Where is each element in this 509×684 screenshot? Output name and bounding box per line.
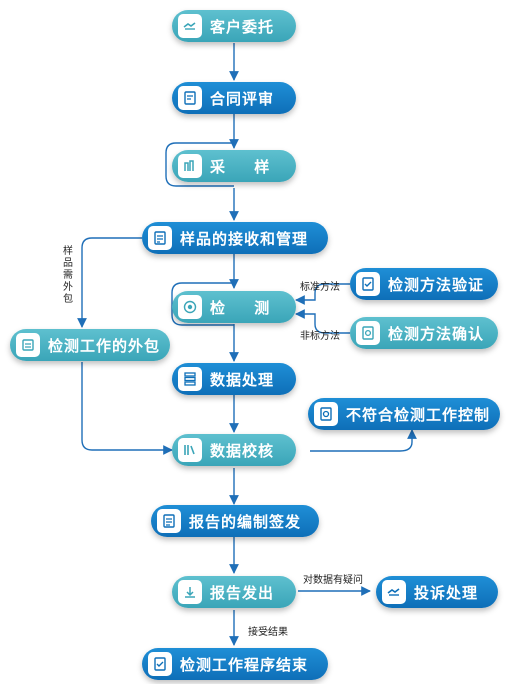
node-contract-review[interactable]: 合同评审 [172, 82, 296, 114]
checklist-icon [148, 226, 172, 250]
node-label: 检测方法验证 [388, 275, 485, 294]
node-sample-receipt[interactable]: 样品的接收和管理 [142, 222, 328, 254]
sampling-icon [178, 154, 202, 178]
verify-icon [356, 272, 380, 296]
node-label: 客户委托 [210, 17, 275, 36]
node-sampling[interactable]: 采 样 [172, 150, 296, 182]
books-icon [178, 438, 202, 462]
target-icon [178, 295, 202, 319]
label-data-doubt: 对数据有疑问 [303, 575, 363, 586]
arrow-receipt-to-outsourcing [77, 237, 142, 328]
report-icon [157, 509, 181, 533]
handshake-icon [382, 580, 406, 604]
arrow-outsourcing-to-check [81, 362, 173, 455]
database-icon [178, 367, 202, 391]
node-label: 不符合检测工作控制 [346, 405, 491, 424]
label-accept-result: 接受结果 [248, 627, 288, 638]
control-icon [314, 402, 338, 426]
node-label: 投诉处理 [414, 583, 479, 602]
node-label: 合同评审 [210, 89, 275, 108]
confirm-icon [356, 321, 380, 345]
label-nonstandard-method: 非标方法 [300, 331, 340, 342]
finish-icon [148, 652, 172, 676]
node-report-issue[interactable]: 报告发出 [172, 576, 296, 608]
node-method-confirmation[interactable]: 检测方法确认 [350, 317, 498, 349]
outsource-icon [16, 333, 40, 357]
node-label: 报告发出 [210, 583, 275, 602]
node-client-commission[interactable]: 客户委托 [172, 10, 296, 42]
arrow-check-to-nonconforming [310, 429, 417, 452]
node-process-end[interactable]: 检测工作程序结束 [142, 648, 328, 680]
node-label: 检测工作程序结束 [180, 655, 309, 674]
handshake-icon [178, 14, 202, 38]
node-data-check[interactable]: 数据校核 [172, 434, 296, 466]
download-icon [178, 580, 202, 604]
arrow-confirmation-to-testing [295, 309, 350, 334]
node-outsourcing[interactable]: 检测工作的外包 [10, 329, 170, 361]
node-label: 采 样 [210, 157, 282, 176]
label-sample-outsourcing: 样品需外包 [63, 246, 73, 305]
node-label: 检测方法确认 [388, 324, 485, 343]
sampling-bracket [165, 142, 234, 187]
node-label: 检测工作的外包 [48, 336, 161, 355]
node-label: 数据处理 [210, 370, 275, 389]
label-standard-method: 标准方法 [300, 282, 340, 293]
node-method-verification[interactable]: 检测方法验证 [350, 268, 498, 300]
node-label: 检 测 [210, 298, 282, 317]
node-testing[interactable]: 检 测 [172, 291, 296, 323]
node-label: 数据校核 [210, 441, 275, 460]
contract-icon [178, 86, 202, 110]
node-nonconforming-control[interactable]: 不符合检测工作控制 [308, 398, 500, 430]
node-label: 报告的编制签发 [189, 512, 302, 531]
node-complaint-handling[interactable]: 投诉处理 [376, 576, 498, 608]
node-report-compile[interactable]: 报告的编制签发 [151, 505, 319, 537]
arrow-verification-to-testing [295, 283, 350, 305]
node-data-processing[interactable]: 数据处理 [172, 363, 296, 395]
node-label: 样品的接收和管理 [180, 229, 309, 248]
